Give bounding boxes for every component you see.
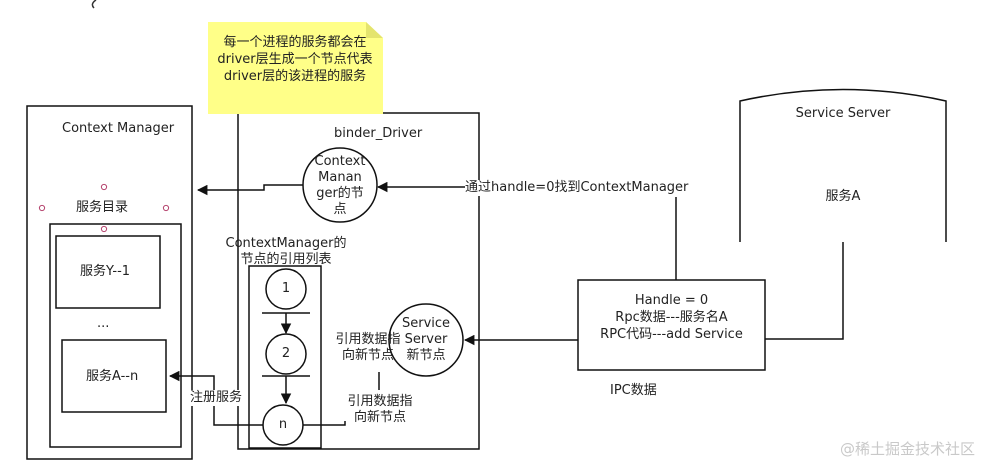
handle-dot-left bbox=[38, 204, 46, 212]
service-directory-box bbox=[49, 223, 182, 448]
cm-node-line-3: ger的节 bbox=[316, 186, 364, 201]
cm-node-line-4: 点 bbox=[333, 202, 347, 217]
handle-dot-bottom bbox=[100, 225, 108, 233]
service-y-label: 服务Y--1 bbox=[80, 264, 131, 279]
service-a-server-label: 服务A bbox=[825, 189, 861, 204]
list-node-1-label: 1 bbox=[281, 281, 291, 296]
sticky-note-text: 每一个进程的服务都会在driver层生成一个节点代表driver层的该进程的服务 bbox=[217, 35, 373, 84]
reference-list-box bbox=[248, 265, 322, 449]
ref-point-2-line-2: 向新节点 bbox=[353, 410, 406, 425]
service-node-line-2: Server bbox=[404, 332, 448, 347]
cm-node-line-2: Manan bbox=[318, 170, 362, 185]
handle-dot-right bbox=[162, 204, 170, 212]
edge-node-to-context-manager bbox=[196, 184, 303, 196]
service-node-line-3: 新节点 bbox=[406, 348, 446, 363]
service-a-box bbox=[61, 339, 167, 413]
list-node-2-label: 2 bbox=[281, 346, 291, 361]
ref-point-1-line-1: 引用数据指 bbox=[335, 332, 401, 347]
service-y-box bbox=[55, 235, 161, 309]
ellipsis-label: ... bbox=[97, 316, 110, 331]
reference-list-line-1: ContextManager的 bbox=[225, 236, 347, 251]
packet-line-2: Rpc数据---服务名A bbox=[615, 310, 728, 325]
watermark: @稀土掘金技术社区 bbox=[839, 440, 975, 458]
edge-noden-right bbox=[303, 421, 346, 426]
find-context-manager-label: 通过handle=0找到ContextManager bbox=[465, 180, 689, 196]
sticky-note bbox=[208, 22, 383, 114]
handle-dot-top bbox=[100, 183, 108, 191]
service-server-title: Service Server bbox=[795, 106, 891, 121]
reference-list-line-2: 节点的引用列表 bbox=[240, 252, 332, 267]
list-node-1 bbox=[265, 268, 307, 310]
ref-point-1-line-2: 向新节点 bbox=[341, 348, 394, 363]
service-directory-label: 服务目录 bbox=[76, 200, 129, 215]
corner-fragment bbox=[91, 0, 97, 9]
list-node-n-label: n bbox=[278, 417, 288, 432]
context-manager-title: Context Manager bbox=[62, 121, 175, 136]
service-server-shape bbox=[739, 88, 947, 242]
binder-driver-title: binder_Driver bbox=[334, 126, 423, 141]
register-service-label: 注册服务 bbox=[190, 390, 243, 406]
service-node-line-1: Service bbox=[401, 316, 451, 331]
service-server-node bbox=[388, 303, 464, 377]
ipc-packet-box bbox=[577, 279, 766, 371]
ipc-data-caption: IPC数据 bbox=[610, 383, 657, 398]
packet-line-3: RPC代码---add Service bbox=[600, 327, 743, 342]
context-manager-box bbox=[26, 105, 193, 460]
packet-line-1: Handle = 0 bbox=[634, 293, 709, 308]
ref-point-2-line-1: 引用数据指 bbox=[347, 394, 413, 409]
service-a-label: 服务A--n bbox=[86, 369, 139, 384]
edge-server-to-packet bbox=[765, 242, 844, 340]
cm-node-line-1: Context bbox=[314, 154, 366, 169]
